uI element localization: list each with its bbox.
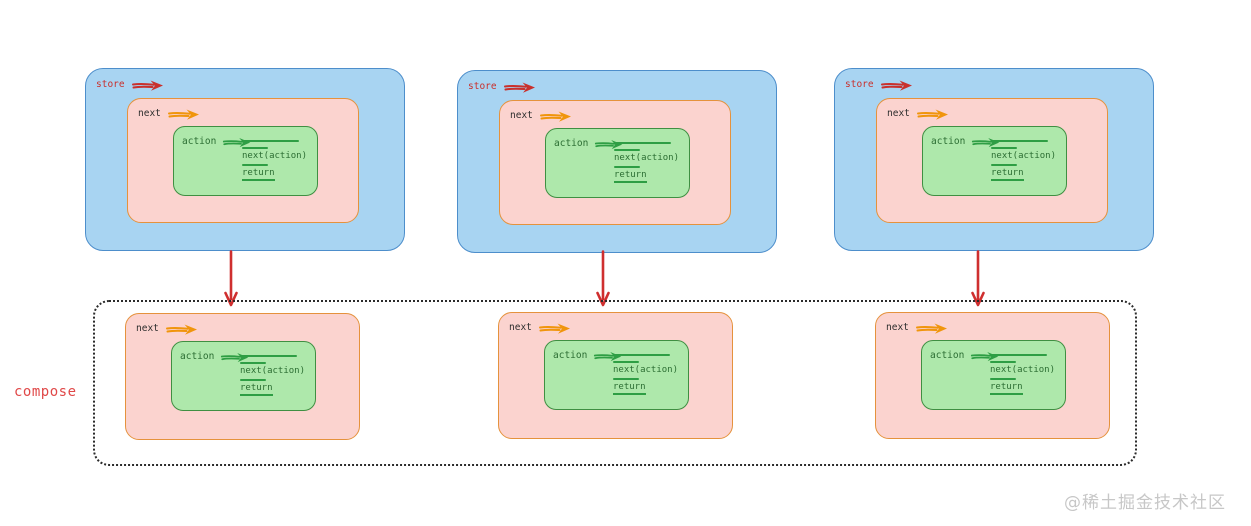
code-return: return xyxy=(614,170,647,183)
next-label-row: next xyxy=(136,322,199,336)
next-arrow-icon xyxy=(916,109,948,120)
action-label: action xyxy=(554,138,589,149)
code-block: next(action) return xyxy=(613,354,678,395)
compose-middleware-box: next action next(action) return xyxy=(125,313,360,440)
action-box: action next(action) return xyxy=(922,126,1067,196)
store-box: store next action next(action) return xyxy=(834,68,1154,251)
compose-label: compose xyxy=(14,384,77,400)
code-line-placeholder xyxy=(613,378,639,380)
store-label-row: store xyxy=(96,78,165,92)
code-line-placeholder xyxy=(242,164,268,166)
next-arrow-icon xyxy=(539,111,571,122)
code-next-action: next(action) xyxy=(613,365,679,375)
store-box: store next action next(action) return xyxy=(457,70,777,253)
store-arrow-icon xyxy=(131,80,163,91)
store-label-row: store xyxy=(468,80,537,94)
next-middleware-box: next action next(action) return xyxy=(127,98,359,223)
code-line-placeholder xyxy=(613,354,670,356)
code-line-placeholder xyxy=(613,361,639,363)
action-box: action next(action) return xyxy=(171,341,316,411)
code-block: next(action) return xyxy=(242,140,307,181)
code-return: return xyxy=(990,382,1023,395)
next-arrow-icon xyxy=(538,323,570,334)
action-box: action next(action) return xyxy=(544,340,689,410)
down-arrow-icon xyxy=(224,250,238,307)
compose-middleware-box: next action next(action) return xyxy=(498,312,733,439)
next-label-row: next xyxy=(886,321,949,335)
code-block: next(action) return xyxy=(614,142,679,183)
code-line-placeholder xyxy=(240,362,266,364)
action-label: action xyxy=(180,351,215,362)
watermark: @稀土掘金技术社区 xyxy=(1064,493,1226,513)
code-line-placeholder xyxy=(991,164,1017,166)
code-line-placeholder xyxy=(990,378,1016,380)
action-box: action next(action) return xyxy=(173,126,318,196)
store-box: store next action next(action) return xyxy=(85,68,405,251)
store-label: store xyxy=(468,81,497,92)
next-arrow-icon xyxy=(915,323,947,334)
code-line-placeholder xyxy=(242,140,299,142)
action-label: action xyxy=(930,350,965,361)
code-line-placeholder xyxy=(242,147,268,149)
code-line-placeholder xyxy=(991,140,1048,142)
code-return: return xyxy=(242,168,275,181)
compose-container: next action next(action) return xyxy=(93,300,1137,466)
action-label: action xyxy=(553,350,588,361)
code-block: next(action) return xyxy=(991,140,1056,181)
next-label: next xyxy=(886,322,909,333)
down-arrow-icon xyxy=(971,250,985,307)
code-line-placeholder xyxy=(991,147,1017,149)
store-label: store xyxy=(845,79,874,90)
code-return: return xyxy=(240,383,273,396)
store-label-row: store xyxy=(845,78,914,92)
code-block: next(action) return xyxy=(990,354,1055,395)
down-arrow-icon xyxy=(596,250,610,307)
next-arrow-icon xyxy=(167,109,199,120)
code-line-placeholder xyxy=(990,361,1016,363)
code-next-action: next(action) xyxy=(614,153,680,163)
code-return: return xyxy=(991,168,1024,181)
compose-middleware-box: next action next(action) return xyxy=(875,312,1110,439)
next-label-row: next xyxy=(887,107,950,121)
action-label: action xyxy=(931,136,966,147)
action-box: action next(action) return xyxy=(545,128,690,198)
next-label-row: next xyxy=(138,107,201,121)
store-arrow-icon xyxy=(880,80,912,91)
action-box: action next(action) return xyxy=(921,340,1066,410)
code-line-placeholder xyxy=(614,142,671,144)
code-line-placeholder xyxy=(240,379,266,381)
next-label: next xyxy=(887,108,910,119)
store-label: store xyxy=(96,79,125,90)
store-arrow-icon xyxy=(503,82,535,93)
action-label-row: action xyxy=(553,349,623,363)
code-line-placeholder xyxy=(990,354,1047,356)
code-line-placeholder xyxy=(240,355,297,357)
code-line-placeholder xyxy=(614,149,640,151)
next-middleware-box: next action next(action) return xyxy=(499,100,731,225)
code-next-action: next(action) xyxy=(990,365,1056,375)
code-line-placeholder xyxy=(614,166,640,168)
code-next-action: next(action) xyxy=(991,151,1057,161)
next-arrow-icon xyxy=(165,324,197,335)
code-block: next(action) return xyxy=(240,355,305,396)
code-next-action: next(action) xyxy=(242,151,308,161)
code-return: return xyxy=(613,382,646,395)
next-label-row: next xyxy=(509,321,572,335)
next-label-row: next xyxy=(510,109,573,123)
code-next-action: next(action) xyxy=(240,366,306,376)
next-middleware-box: next action next(action) return xyxy=(876,98,1108,223)
next-label: next xyxy=(136,323,159,334)
next-label: next xyxy=(509,322,532,333)
next-label: next xyxy=(138,108,161,119)
next-label: next xyxy=(510,110,533,121)
action-label: action xyxy=(182,136,217,147)
